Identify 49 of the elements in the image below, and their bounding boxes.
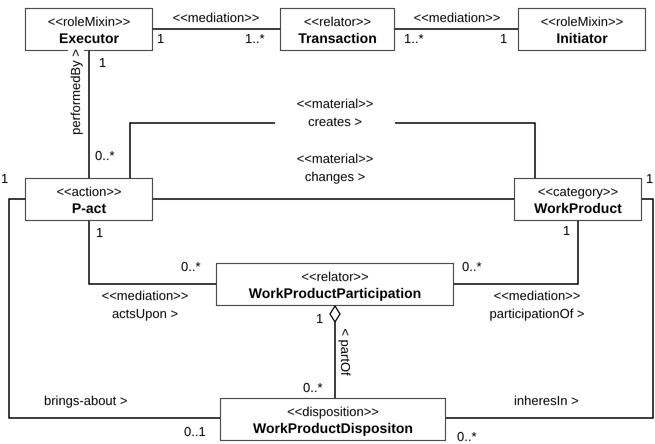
multiplicity-label: 1 [1,171,8,186]
class-name: WorkProduct [534,200,622,216]
class-box [25,178,153,221]
multiplicity-label: 1 [646,171,654,186]
multiplicity-label: 1 [563,223,570,238]
class-name: Transaction [298,30,377,46]
multiplicity-label: 1 [500,31,508,46]
multiplicity-label: 0..* [457,429,477,444]
multiplicity-label: 1 [96,225,104,240]
multiplicity-label: 0..* [462,259,482,274]
multiplicity-label: 0..* [303,380,323,395]
stereotype-label: <<roleMixin>> [540,12,624,30]
class-name: P-act [72,200,106,216]
multiplicity-label: 1 [99,55,106,70]
association-line [395,28,518,30]
association-line [88,221,216,285]
stereotype-label: <<roleMixin>> [48,12,130,30]
multiplicity-label: 0..* [181,259,201,274]
class-name: Initiator [556,30,608,46]
association-line [446,198,654,419]
class-box [216,263,454,306]
class-name: WorkProductParticipation [248,284,422,302]
class-box [518,8,646,51]
multiplicity-label: 1 [316,311,324,326]
stereotype-label: <<category>> [538,182,618,200]
class-box [25,8,153,51]
association-line [153,28,280,30]
class-name: Executor [59,30,119,46]
class-box [280,8,395,51]
association-line [8,198,220,419]
class-name: WorkProductDispositon [253,420,413,436]
stereotype-label: <<action>> [56,182,122,200]
aggregation-line [329,305,341,398]
stereotype-label: <<relator>> [304,12,372,30]
association-line [454,221,579,285]
association-line [153,198,514,200]
class-box [514,178,642,221]
edge-label: < partOf [337,328,353,376]
edge-label: brings-about > [44,393,128,409]
multiplicity-label: 1 [157,31,164,46]
multiplicity-label: 1..* [404,31,424,46]
class-box [220,398,446,441]
multiplicity-label: 0..* [95,148,115,163]
association-line [88,51,90,178]
stereotype-label: <<disposition>> [287,402,379,420]
multiplicity-label: 1..* [245,31,265,46]
multiplicity-label: 0..1 [184,424,206,439]
stereotype-label: <<relator>> [301,268,369,284]
edge-label: performedBy > [68,49,84,135]
